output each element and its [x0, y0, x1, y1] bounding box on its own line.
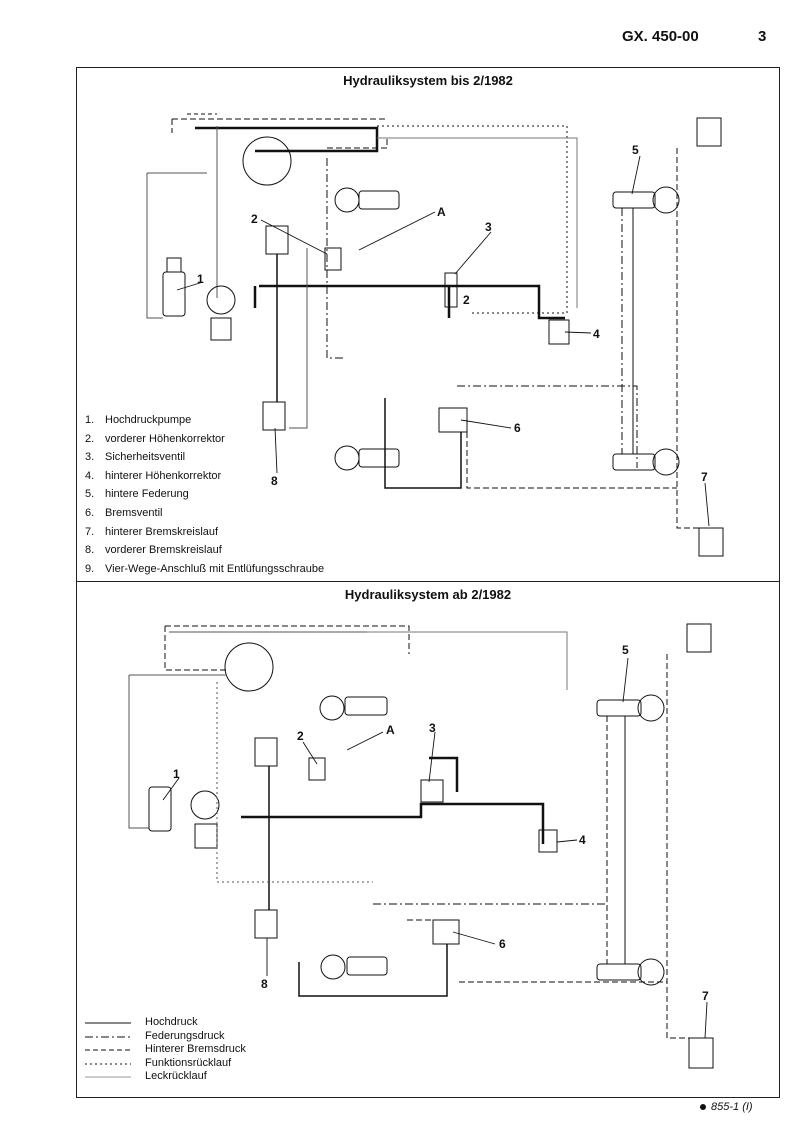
- rear-brake-caliper: [698, 527, 724, 557]
- safety-valve: [444, 272, 458, 308]
- high-pressure-line: [195, 126, 379, 153]
- callout-A: A: [437, 205, 446, 219]
- panel-title: Hydrauliksystem ab 2/1982: [344, 587, 512, 602]
- callout-1: 1: [197, 272, 204, 286]
- rear-brake-caliper: [688, 1037, 714, 1069]
- hydraulic-diagram-bottom: 1 2 A 3 4 5 6 7 8: [128, 623, 714, 1069]
- reservoir-symbol: [224, 642, 274, 692]
- legend-item: 5.hintere Federung: [85, 488, 189, 501]
- brake-valve: [432, 919, 460, 945]
- rear-brake-caliper: [696, 117, 722, 147]
- front-brake-caliper: [254, 737, 278, 767]
- rear-suspension-cylinder: [596, 699, 642, 717]
- front-sphere: [334, 445, 360, 471]
- document-code: GX. 450-00: [622, 28, 699, 45]
- legend-item: 6.Bremsventil: [85, 506, 163, 519]
- callout-7: 7: [702, 989, 709, 1003]
- front-brake-caliper: [254, 909, 278, 939]
- leak-return-line: [377, 137, 578, 308]
- legend-item: 2.vorderer Höhenkorrektor: [85, 432, 225, 445]
- callout-5: 5: [632, 143, 639, 157]
- callout-5: 5: [622, 643, 629, 657]
- legend-item: 4.hinterer Höhenkorrektor: [85, 469, 222, 482]
- panel-title: Hydrauliksystem bis 2/1982: [343, 73, 513, 88]
- front-brake-caliper: [265, 225, 289, 255]
- callout-6: 6: [499, 937, 506, 951]
- rear-suspension-cylinder: [596, 963, 642, 981]
- front-suspension-cylinder: [358, 190, 400, 210]
- rear-suspension-cylinder: [612, 191, 656, 209]
- front-brake-caliper: [262, 401, 286, 431]
- callout-A: A: [386, 723, 395, 737]
- diagram-panel-bottom: Hydrauliksystem ab 2/1982: [76, 581, 780, 1098]
- legend-item: 1.Hochdruckpumpe: [85, 414, 192, 426]
- diagram-panel-top: Hydrauliksystem bis 2/1982: [76, 67, 780, 582]
- callout-1: 1: [173, 767, 180, 781]
- callout-8: 8: [261, 977, 268, 991]
- callout-2: 2: [251, 212, 258, 226]
- component-legend: 1.Hochdruckpumpe 2.vorderer Höhenkorrekt…: [85, 411, 324, 578]
- page-number: 3: [758, 28, 767, 45]
- high-pressure-line: [259, 284, 565, 320]
- legend-item: 7.hinterer Bremskreislauf: [85, 525, 219, 538]
- rear-sphere: [652, 448, 680, 476]
- callout-3: 3: [429, 721, 436, 735]
- rear-sphere: [652, 186, 680, 214]
- brake-valve: [438, 407, 468, 433]
- bullet-icon: [700, 1104, 706, 1111]
- rear-sphere: [637, 958, 665, 986]
- suspension-line: [326, 158, 343, 359]
- rear-brake-caliper: [686, 623, 712, 653]
- front-height-corrector: [324, 247, 342, 271]
- front-sphere: [320, 954, 346, 980]
- front-suspension-cylinder: [358, 448, 400, 468]
- callout-8: 8: [271, 474, 278, 488]
- front-suspension-cylinder: [346, 956, 388, 976]
- callout-2: 2: [297, 729, 304, 743]
- legend-item: 8.vorderer Bremskreislauf: [85, 544, 222, 557]
- reservoir-symbol: [242, 136, 292, 186]
- footer-code: 855-1 (I): [700, 1101, 753, 1113]
- high-pressure-pump: [162, 271, 186, 317]
- front-height-corrector: [308, 757, 326, 781]
- high-pressure-line: [241, 802, 545, 844]
- legend-item: 3.Sicherheitsventil: [85, 451, 186, 464]
- front-suspension-cylinder: [344, 696, 388, 716]
- function-return-line: [377, 125, 568, 314]
- safety-valve: [420, 779, 444, 803]
- callout-6: 6: [514, 421, 521, 435]
- legend-item: 9.Vier-Wege-Anschluß mit Entlüfungsschra…: [85, 562, 325, 575]
- rear-height-corrector: [538, 829, 558, 853]
- pump-motor: [206, 285, 236, 315]
- callout-7: 7: [701, 470, 708, 484]
- front-sphere: [334, 187, 360, 213]
- callout-4: 4: [579, 833, 586, 847]
- rear-sphere: [637, 694, 665, 722]
- hydraulic-diagram-top: 1 2 A 3 2 4 5 6 7 8: [146, 113, 724, 557]
- callout-2b: 2: [463, 293, 470, 307]
- pump-motor: [190, 790, 220, 820]
- callout-4: 4: [593, 327, 600, 341]
- callout-3: 3: [485, 220, 492, 234]
- front-sphere: [319, 695, 345, 721]
- high-pressure-pump: [148, 786, 172, 832]
- rear-suspension-cylinder: [612, 453, 656, 471]
- high-pressure-line: [429, 756, 459, 792]
